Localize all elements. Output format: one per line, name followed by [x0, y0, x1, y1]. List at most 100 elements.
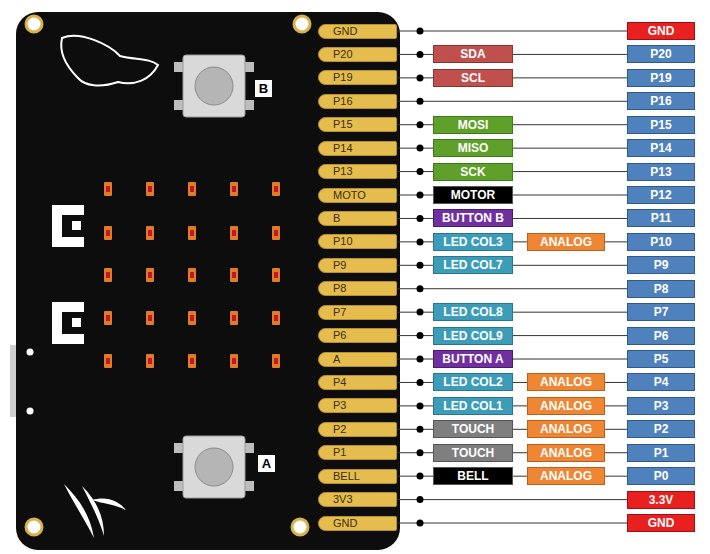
- node-text: LED COL3: [443, 236, 502, 248]
- node-text: BUTTON B: [442, 212, 504, 224]
- node-text: SDA: [460, 48, 485, 60]
- pin-label: GND: [627, 514, 695, 532]
- node-text: LED COL7: [443, 259, 502, 271]
- logo: [64, 484, 126, 538]
- function-label: TOUCH: [433, 444, 513, 462]
- pin-pad: B: [318, 211, 397, 226]
- connector-line: [397, 124, 433, 125]
- edge-connector: [10, 345, 16, 417]
- node-text: P4: [654, 376, 669, 388]
- pin-label: P1: [627, 444, 695, 462]
- function-label: LED COL3: [433, 233, 513, 251]
- silkscreen-outline: [61, 36, 158, 86]
- connector-line: [513, 218, 627, 219]
- node-text: BELL: [457, 470, 488, 482]
- node-text: ANALOG: [540, 376, 592, 388]
- node-text: GND: [648, 25, 675, 37]
- pin-pad: P19: [318, 70, 397, 85]
- connector-line: [397, 54, 433, 55]
- node-text: P9: [654, 259, 669, 271]
- connector-line: [513, 452, 527, 453]
- node-text: P19: [333, 72, 353, 83]
- connector-line: [605, 382, 627, 383]
- node-text: P1: [654, 447, 669, 459]
- node-text: LED COL9: [443, 330, 502, 342]
- pin-label: P20: [627, 45, 695, 63]
- function-label: MISO: [433, 139, 513, 157]
- node-text: LED COL8: [443, 306, 502, 318]
- function-label: SCK: [433, 163, 513, 181]
- node-text: P4: [333, 377, 346, 388]
- pin-label: P8: [627, 280, 695, 298]
- function-label: ANALOG: [527, 467, 605, 485]
- node-text: P2: [333, 424, 346, 435]
- connector-line: [397, 171, 433, 172]
- function-label: MOSI: [433, 116, 513, 134]
- pin-label: P4: [627, 373, 695, 391]
- pin-pad: GND: [318, 24, 397, 39]
- node-text: P16: [650, 95, 671, 107]
- pin-pad: P15: [318, 117, 397, 132]
- function-label: SCL: [433, 69, 513, 87]
- node-text: LED COL2: [443, 376, 502, 388]
- pin-pad: P20: [318, 47, 397, 62]
- function-label: ANALOG: [527, 420, 605, 438]
- node-text: P15: [333, 119, 353, 130]
- function-label: BUTTON A: [433, 350, 513, 368]
- pin-pad: MOTO: [318, 188, 397, 203]
- connector-line: [397, 288, 627, 289]
- connector-line: [513, 405, 527, 406]
- connector-line: [513, 171, 627, 172]
- function-label: ANALOG: [527, 233, 605, 251]
- pin-pad: P2: [318, 422, 397, 437]
- pin-pad: P6: [318, 328, 397, 343]
- function-label: TOUCH: [433, 420, 513, 438]
- node-text: 3V3: [333, 494, 353, 505]
- pin-label: P15: [627, 116, 695, 134]
- node-text: LED COL1: [443, 400, 502, 412]
- node-text: ANALOG: [540, 236, 592, 248]
- node-text: P3: [654, 400, 669, 412]
- connector-line: [397, 523, 627, 524]
- function-label: ANALOG: [527, 444, 605, 462]
- node-text: GND: [333, 26, 357, 37]
- pin-pad: P14: [318, 141, 397, 156]
- connector-line: [513, 77, 627, 78]
- node-text: MOTOR: [451, 189, 495, 201]
- connector-line: [397, 195, 433, 196]
- node-text: P3: [333, 400, 346, 411]
- connector-line: [513, 429, 527, 430]
- pin-pad: BELL: [318, 469, 397, 484]
- pin-label: P12: [627, 186, 695, 204]
- connector-line: [513, 241, 527, 242]
- connector-line: [605, 429, 627, 430]
- pin-pad: P10: [318, 234, 397, 249]
- node-text: A: [333, 354, 340, 365]
- pin-pad: P4: [318, 375, 397, 390]
- pin-label: P7: [627, 303, 695, 321]
- connector-line: [397, 77, 433, 78]
- connector-line: [605, 452, 627, 453]
- pin-label: P5: [627, 350, 695, 368]
- function-label: SDA: [433, 45, 513, 63]
- pin-label: P14: [627, 139, 695, 157]
- node-text: P8: [333, 283, 346, 294]
- connector-line: [397, 452, 433, 453]
- node-text: P1: [333, 447, 346, 458]
- button-a: [174, 436, 254, 498]
- sensor-mark: [52, 205, 84, 344]
- node-text: P14: [333, 143, 353, 154]
- connector-line: [605, 241, 627, 242]
- pin-pad: P3: [318, 398, 397, 413]
- node-text: P8: [654, 283, 669, 295]
- pin-label: P6: [627, 327, 695, 345]
- pin-label: P19: [627, 69, 695, 87]
- connector-line: [513, 148, 627, 149]
- pin-pad: P8: [318, 281, 397, 296]
- node-text: P16: [333, 96, 353, 107]
- node-text: P6: [333, 330, 346, 341]
- node-text: P6: [654, 330, 669, 342]
- node-text: ANALOG: [540, 447, 592, 459]
- button-label: B: [259, 82, 268, 95]
- node-text: P20: [333, 49, 353, 60]
